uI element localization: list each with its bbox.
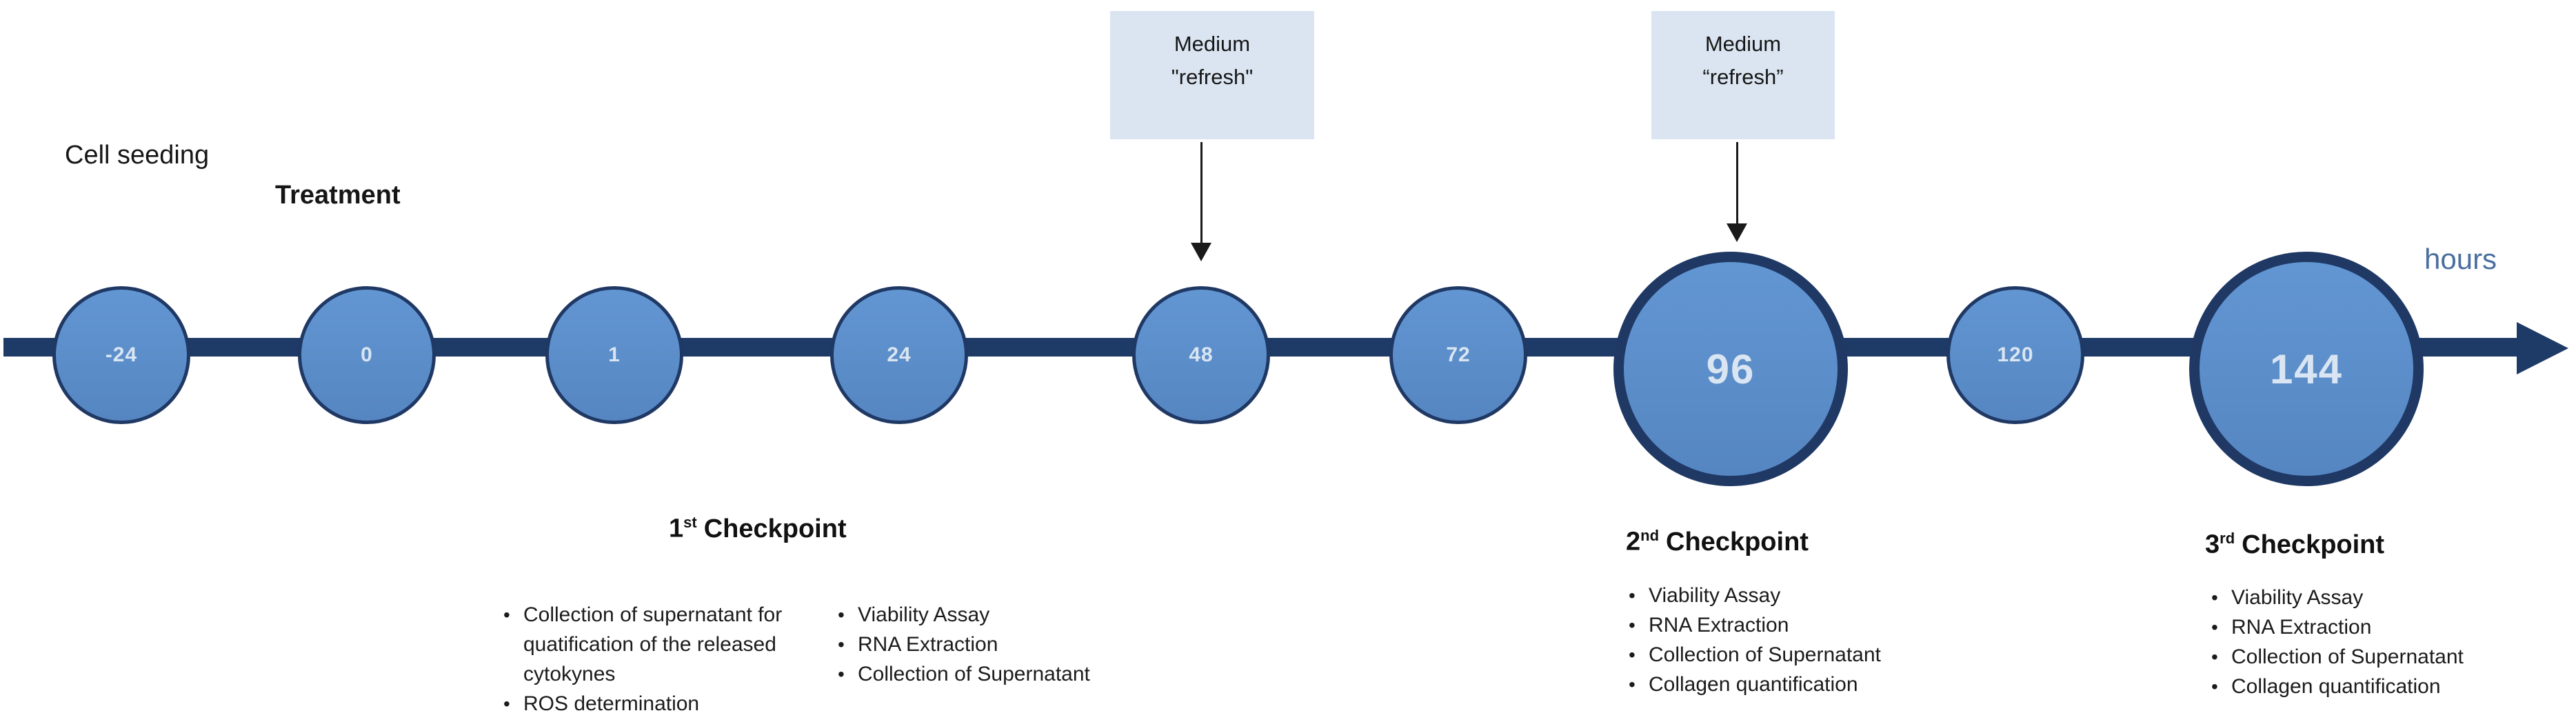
node-label: -24 — [105, 343, 138, 366]
node-label: 48 — [1189, 343, 1214, 366]
checkpoint-word: Checkpoint — [1666, 527, 1809, 556]
checkpoint-ordinal-suffix: nd — [1640, 527, 1660, 544]
checkpoint-word: Checkpoint — [2242, 530, 2385, 559]
checkpoint-ordinal-suffix: st — [683, 514, 697, 531]
timeline-node-minus24: -24 — [52, 286, 190, 424]
list-item: Collection of supernatant for quatificat… — [503, 600, 807, 689]
treatment-label: Treatment — [275, 181, 401, 210]
list-item: Viability Assay — [838, 600, 1148, 630]
refresh-box-line1: Medium — [1174, 32, 1251, 56]
refresh-box-line1: Medium — [1704, 32, 1782, 56]
list-item: Viability Assay — [1629, 581, 1939, 610]
checkpoint-ordinal-suffix: rd — [2220, 530, 2235, 547]
checkpoint-2-title: 2nd Checkpoint — [1626, 527, 1809, 557]
medium-refresh-box-48h: Medium "refresh" — [1110, 11, 1314, 139]
list-item: Collection of Supernatant — [1629, 640, 1939, 670]
list-item: RNA Extraction — [838, 630, 1148, 659]
list-item: ROS determination — [503, 689, 807, 719]
list-item: RNA Extraction — [1629, 610, 1939, 640]
node-label: 72 — [1446, 343, 1471, 366]
node-label: 96 — [1706, 345, 1755, 392]
checkpoint-ordinal: 1 — [669, 514, 684, 543]
node-label: 144 — [2269, 345, 2344, 392]
hours-axis-label: hours — [2424, 243, 2497, 275]
node-label: 0 — [361, 343, 373, 366]
timeline-arrowhead-icon — [2517, 322, 2568, 374]
refresh-arrow-line-96h — [1736, 142, 1738, 225]
list-item: Collagen quantification — [1629, 670, 1939, 699]
checkpoint-2-list: Viability Assay RNA Extraction Collectio… — [1629, 581, 1939, 699]
checkpoint-3-title: 3rd Checkpoint — [2205, 530, 2384, 560]
timeline-node-0: 0 — [298, 286, 436, 424]
list-item: Collection of Supernatant — [838, 659, 1148, 689]
list-item: Viability Assay — [2211, 583, 2528, 612]
list-item: Collagen quantification — [2211, 672, 2528, 701]
checkpoint-1-list-left: Collection of supernatant for quatificat… — [503, 600, 807, 719]
checkpoint-ordinal: 3 — [2205, 530, 2220, 559]
refresh-box-line2: “refresh” — [1702, 65, 1784, 89]
timeline-node-48: 48 — [1132, 286, 1270, 424]
checkpoint-ordinal: 2 — [1626, 527, 1641, 556]
checkpoint-1-title: 1st Checkpoint — [669, 514, 847, 544]
checkpoint-1-list-right: Viability Assay RNA Extraction Collectio… — [838, 600, 1148, 689]
timeline-node-120: 120 — [1946, 286, 2084, 424]
checkpoint-3-list: Viability Assay RNA Extraction Collectio… — [2211, 583, 2528, 701]
refresh-box-line2: "refresh" — [1171, 65, 1254, 89]
timeline-node-1: 1 — [545, 286, 683, 424]
refresh-arrow-line-48h — [1200, 142, 1203, 244]
checkpoint-word: Checkpoint — [703, 514, 847, 543]
node-label: 120 — [1997, 343, 2034, 366]
node-label: 24 — [887, 343, 912, 366]
list-item: RNA Extraction — [2211, 612, 2528, 642]
node-label: 1 — [608, 343, 621, 366]
cell-seeding-label: Cell seeding — [65, 141, 210, 170]
timeline-node-24: 24 — [830, 286, 968, 424]
timeline-node-72: 72 — [1389, 286, 1527, 424]
refresh-arrow-icon — [1727, 223, 1747, 242]
list-item: Collection of Supernatant — [2211, 642, 2528, 672]
timeline-node-96: 96 — [1613, 252, 1848, 486]
medium-refresh-box-96h: Medium “refresh” — [1651, 11, 1835, 139]
refresh-arrow-icon — [1191, 243, 1211, 261]
timeline-node-144: 144 — [2189, 252, 2424, 486]
